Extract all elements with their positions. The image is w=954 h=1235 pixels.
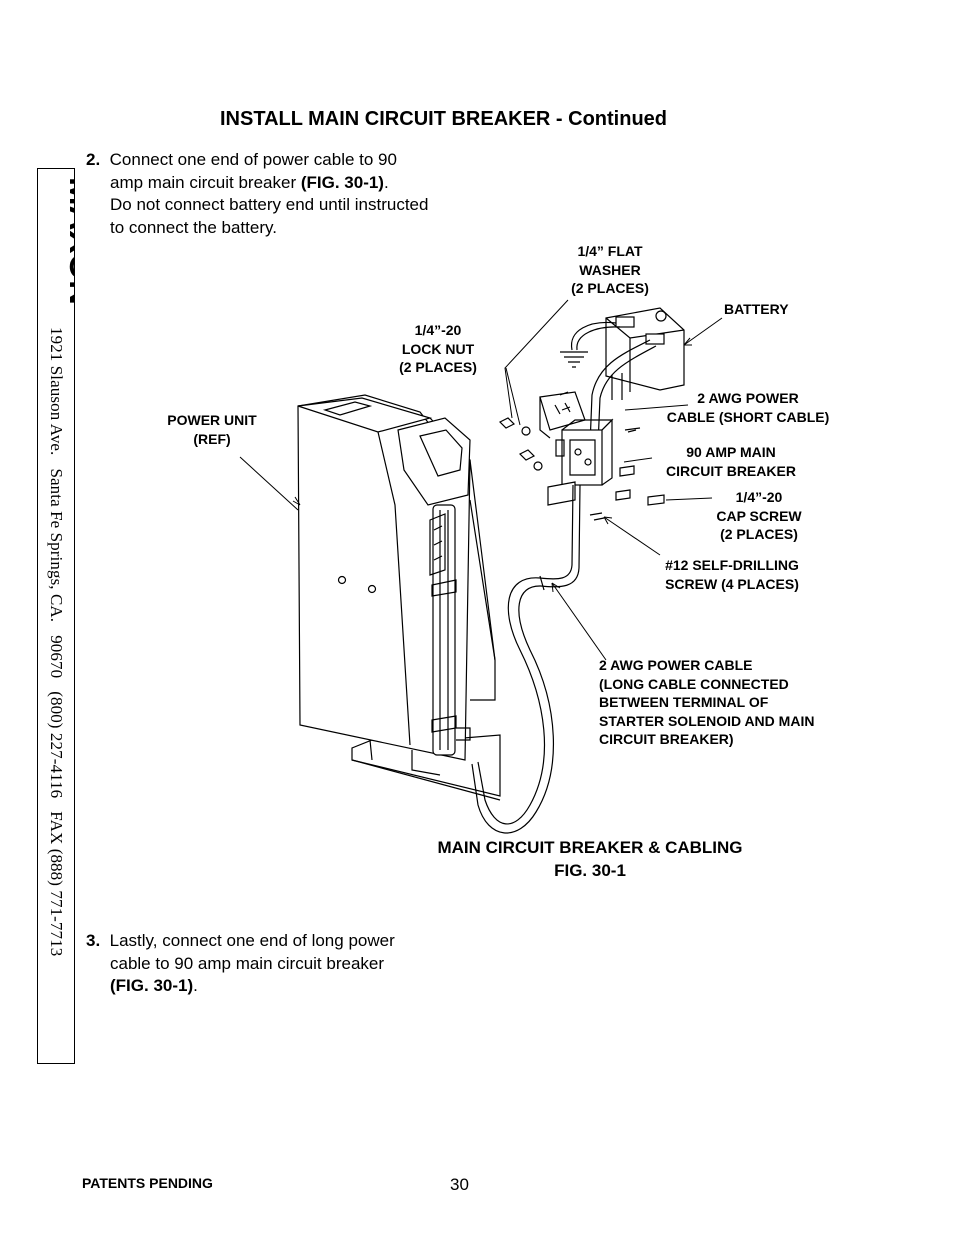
- label-battery-line1: BATTERY: [724, 301, 789, 317]
- label-breaker-line1: 90 AMP MAIN: [686, 444, 776, 460]
- step-3-fig-ref: (FIG. 30-1): [110, 976, 194, 995]
- label-cap-screw-line1: 1/4”-20: [735, 489, 783, 505]
- circuit-breaker-drawing: [498, 391, 665, 521]
- label-power-unit-line2: (REF): [193, 430, 231, 447]
- label-power-unit-line1: POWER UNIT: [167, 412, 257, 428]
- step-2-line4: to connect the battery.: [110, 217, 277, 237]
- label-short-cable-line1: 2 AWG POWER: [697, 390, 799, 406]
- long-cable-drawing: [471, 484, 581, 834]
- leader-lines: [239, 299, 723, 661]
- step-2-line3: Do not connect battery end until instruc…: [110, 195, 429, 214]
- step-2-line1: Connect one end of power cable to 90: [109, 150, 397, 169]
- label-long-cable-line2: (LONG CABLE CONNECTED: [599, 675, 789, 692]
- patents-pending: PATENTS PENDING: [82, 1175, 213, 1191]
- logo-text: MAXON: [62, 177, 75, 305]
- step-2-number: 2.: [86, 150, 101, 169]
- short-cable-drawing: [589, 339, 657, 446]
- label-battery: BATTERY: [724, 300, 789, 319]
- figure-caption-title: MAIN CIRCUIT BREAKER & CABLING: [437, 838, 743, 857]
- label-lock-nut: 1/4”-20 LOCK NUT (2 PLACES): [390, 321, 486, 377]
- label-flat-washer-line1: 1/4” FLAT: [577, 243, 643, 259]
- step-2-period: .: [383, 172, 389, 192]
- label-flat-washer: 1/4” FLAT WASHER (2 PLACES): [562, 242, 658, 298]
- label-breaker-line2: CIRCUIT BREAKER: [666, 462, 796, 479]
- label-long-cable-line5: CIRCUIT BREAKER): [599, 731, 734, 747]
- figure-caption: MAIN CIRCUIT BREAKER & CABLING FIG. 30-1: [380, 836, 800, 882]
- label-flat-washer-line3: (2 PLACES): [571, 280, 649, 296]
- label-self-drilling-line2: SCREW (4 PLACES): [665, 575, 799, 592]
- label-long-cable-line4: STARTER SOLENOID AND MAIN: [599, 712, 815, 729]
- label-long-cable-line1: 2 AWG POWER CABLE: [599, 657, 753, 673]
- sidebar-address-panel: MAXON ® 1921 Slauson Ave. Santa Fe Sprin…: [37, 168, 75, 1064]
- label-lock-nut-line2: LOCK NUT: [401, 340, 475, 357]
- label-self-drilling-line1: #12 SELF-DRILLING: [665, 557, 799, 573]
- step-3-number: 3.: [86, 931, 101, 950]
- label-short-cable-line2: CABLE (SHORT CABLE): [666, 408, 830, 425]
- label-flat-washer-line2: WASHER: [579, 261, 641, 278]
- step-2: 2. Connect one end of power cable to 90 …: [86, 149, 428, 239]
- battery-drawing: [560, 307, 685, 392]
- label-cap-screw-line3: (2 PLACES): [720, 526, 798, 542]
- power-unit-drawing: [297, 394, 501, 801]
- label-short-cable: 2 AWG POWER CABLE (SHORT CABLE): [654, 389, 842, 426]
- step-3-period: .: [193, 976, 198, 995]
- label-lock-nut-line3: (2 PLACES): [399, 359, 477, 375]
- label-power-unit: POWER UNIT (REF): [158, 411, 266, 448]
- label-self-drilling-screw: #12 SELF-DRILLING SCREW (4 PLACES): [652, 556, 812, 593]
- page-heading: INSTALL MAIN CIRCUIT BREAKER - Continued: [220, 108, 668, 130]
- label-long-cable-line3: BETWEEN TERMINAL OF: [599, 694, 769, 710]
- step-3-line2: cable to 90 amp main circuit breaker: [110, 953, 385, 973]
- step-3: 3. Lastly, connect one end of long power…: [86, 930, 395, 998]
- step-3-line1: Lastly, connect one end of long power: [109, 931, 395, 950]
- label-lock-nut-line1: 1/4”-20: [414, 322, 462, 338]
- label-cap-screw-line2: CAP SCREW: [716, 507, 802, 524]
- maxon-logo: MAXON ®: [62, 177, 75, 305]
- label-cap-screw: 1/4”-20 CAP SCREW (2 PLACES): [706, 488, 812, 544]
- company-address: 1921 Slauson Ave. Santa Fe Springs, CA. …: [47, 327, 66, 957]
- figure-caption-number: FIG. 30-1: [554, 861, 626, 880]
- page-number: 30: [450, 1175, 469, 1194]
- label-circuit-breaker: 90 AMP MAIN CIRCUIT BREAKER: [654, 443, 808, 480]
- step-2-line2: amp main circuit breaker: [110, 172, 301, 192]
- step-2-fig-ref: (FIG. 30-1): [300, 172, 384, 192]
- label-long-cable: 2 AWG POWER CABLE (LONG CABLE CONNECTED …: [599, 656, 814, 749]
